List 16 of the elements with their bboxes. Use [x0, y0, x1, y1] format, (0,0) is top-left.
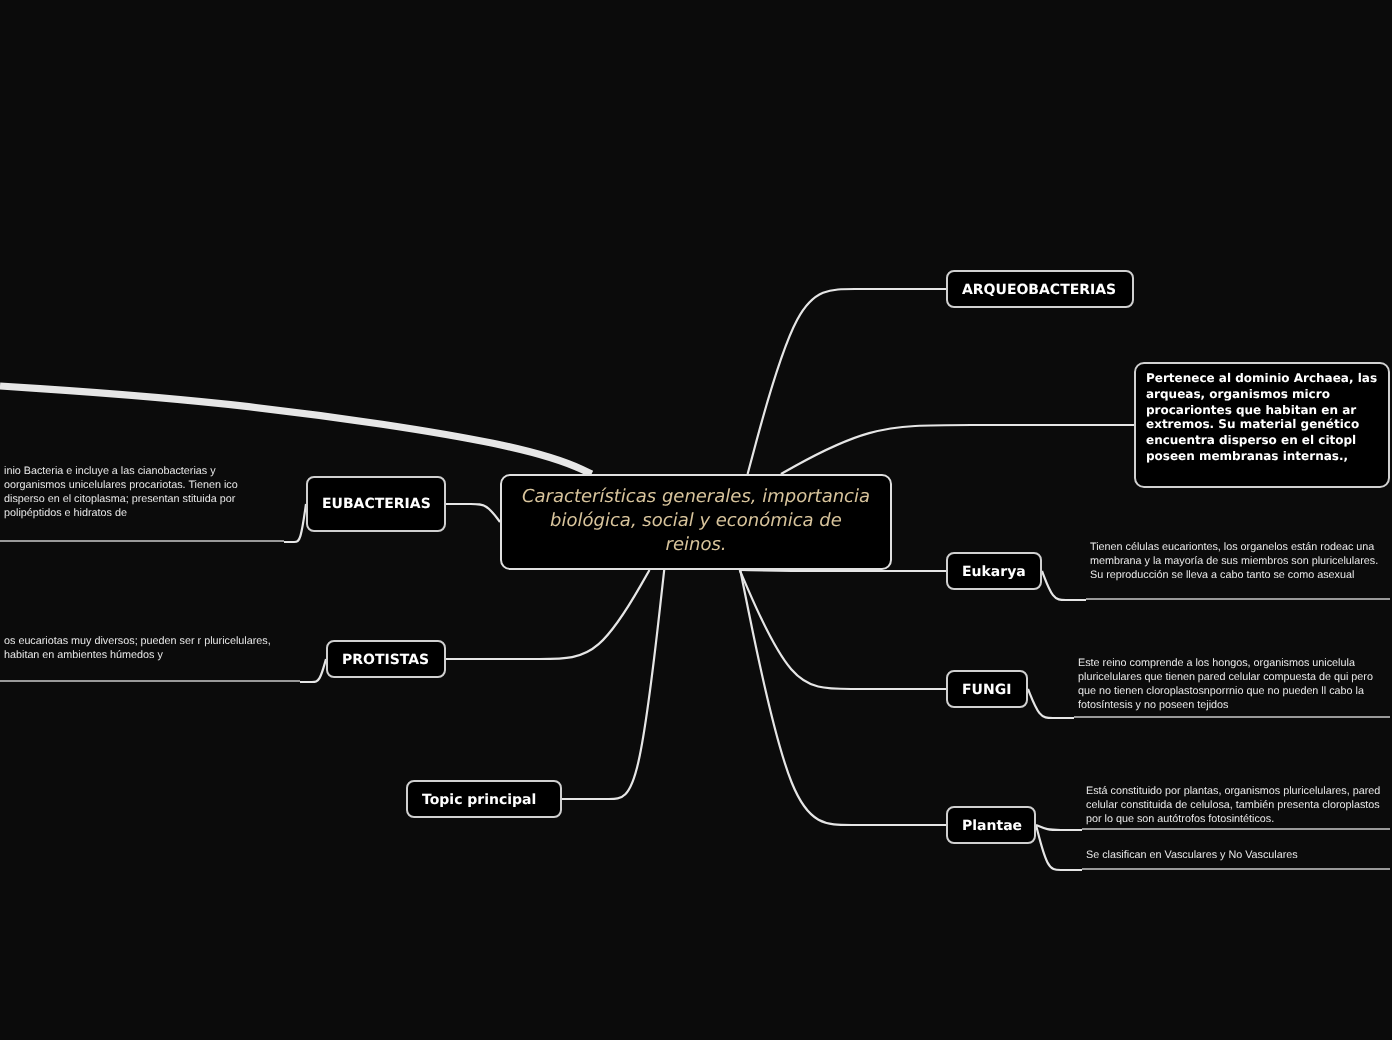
branch-line [740, 568, 946, 573]
branch-line [0, 382, 594, 478]
connector-line [1040, 570, 1086, 602]
central-topic-box: Características generales, importancia biológica, social y económica de reinos. [500, 474, 892, 570]
connector-line [300, 658, 328, 684]
branch-line [739, 569, 946, 827]
branch-line [446, 502, 501, 523]
branch-line [562, 569, 666, 801]
connector-line [1035, 824, 1082, 832]
connector-line [1026, 688, 1074, 720]
branch-line [746, 287, 946, 475]
branch-line [738, 569, 946, 691]
connector-line [284, 503, 308, 544]
branch-line [780, 423, 1134, 475]
connector-line [1034, 824, 1082, 872]
branch-line [446, 569, 651, 661]
